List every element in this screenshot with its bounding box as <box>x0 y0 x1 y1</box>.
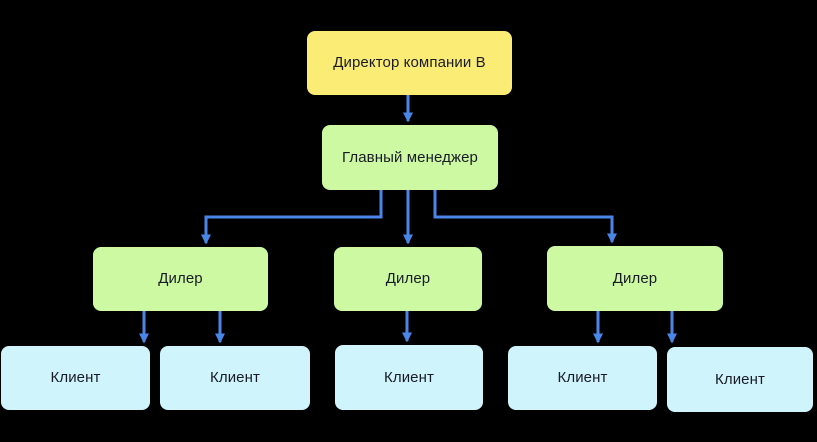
node-client-4-label: Клиент <box>557 369 608 386</box>
node-client-1[interactable]: Клиент <box>1 346 150 410</box>
node-dealer-1[interactable]: Дилер <box>93 247 268 311</box>
node-dealer-3[interactable]: Дилер <box>547 246 723 311</box>
node-dealer-2[interactable]: Дилер <box>334 247 482 311</box>
node-client-5[interactable]: Клиент <box>667 347 813 412</box>
node-client-5-label: Клиент <box>715 370 765 388</box>
node-manager[interactable]: Главный менеджер <box>322 125 498 190</box>
node-manager-label: Главный менеджер <box>342 148 478 166</box>
node-client-1-label: Клиент <box>50 369 101 386</box>
node-client-2[interactable]: Клиент <box>160 346 310 410</box>
node-dealer-3-label: Дилер <box>612 269 658 287</box>
node-client-4[interactable]: Клиент <box>508 346 657 410</box>
node-client-3[interactable]: Клиент <box>335 345 483 410</box>
node-director-label: Директор компании B <box>333 54 486 71</box>
edge-manager-dealer1 <box>201 190 383 245</box>
node-director[interactable]: Директор компании B <box>307 31 512 95</box>
edge-manager-dealer3 <box>433 190 617 244</box>
node-client-2-label: Клиент <box>210 369 260 386</box>
node-client-3-label: Клиент <box>384 368 434 386</box>
node-dealer-1-label: Дилер <box>158 270 203 287</box>
node-dealer-2-label: Дилер <box>385 270 431 287</box>
